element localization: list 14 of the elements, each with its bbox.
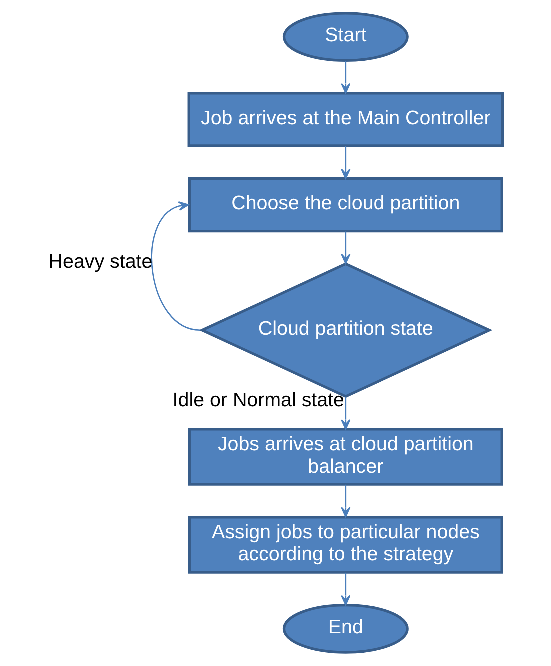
- node-ellipse: Start: [282, 12, 409, 62]
- edge-label: Heavy state: [48, 251, 153, 274]
- arrow: [341, 146, 351, 180]
- node-ellipse: End: [282, 604, 409, 654]
- arrow: [341, 232, 351, 264]
- arrow: [151, 202, 200, 332]
- node-box: Assign jobs to particular nodes according to the strategy: [188, 516, 504, 574]
- node-box: Job arrives at the Main Controller: [188, 92, 504, 148]
- arrow: [341, 484, 351, 518]
- arrow: [341, 396, 351, 430]
- node-box: Jobs arrives at cloud partition balancer: [188, 428, 504, 486]
- arrow: [341, 61, 351, 94]
- arrow: [341, 572, 351, 606]
- node-box: Choose the cloud partition: [188, 177, 504, 233]
